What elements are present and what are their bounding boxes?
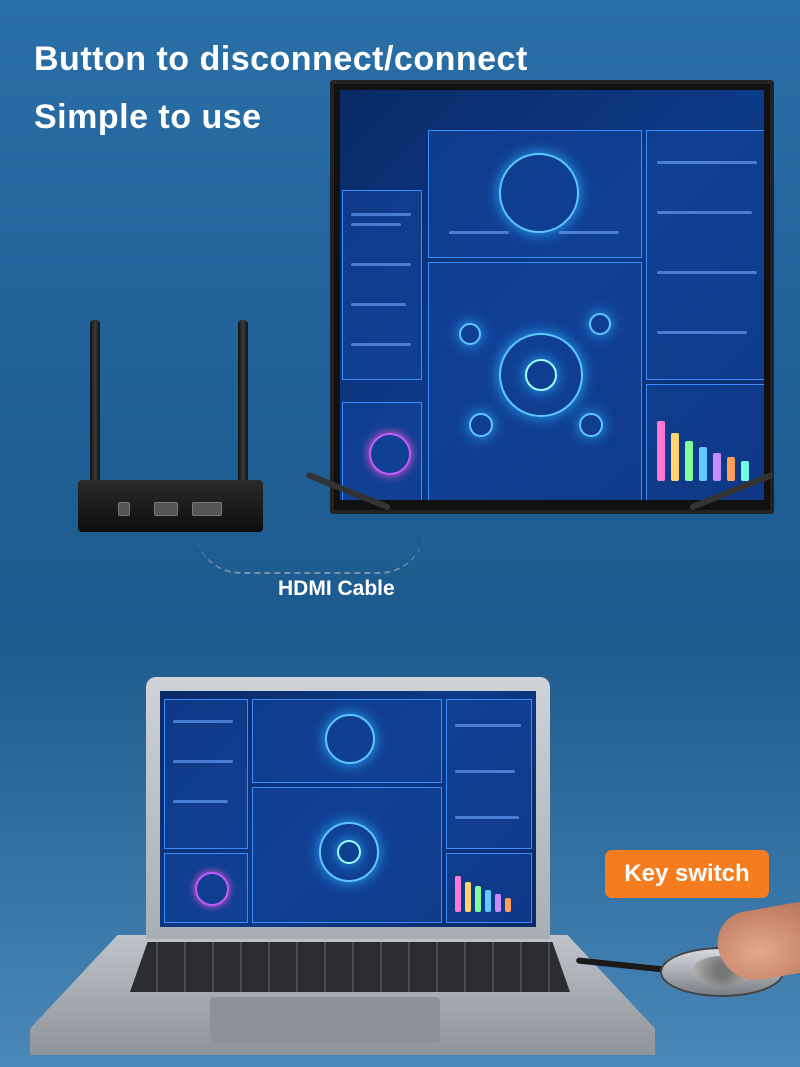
laptop-screen (160, 691, 536, 927)
hdmi-cable-line (195, 528, 425, 574)
laptop-lid (146, 677, 550, 939)
tv-screen (340, 90, 764, 500)
key-switch-label: Key switch (605, 850, 769, 898)
hdmi-cable-label: HDMI Cable (278, 577, 395, 600)
power-port (118, 502, 130, 516)
hdmi-port (154, 502, 178, 516)
laptop-panel-center (252, 787, 442, 923)
laptop-panel-bars (446, 853, 532, 923)
antenna-right (238, 320, 248, 505)
laptop-panel-donut (164, 853, 248, 923)
laptop-panel-left (164, 699, 248, 849)
television (330, 80, 774, 514)
wireless-hdmi-receiver (78, 480, 263, 532)
laptop-trackpad (210, 997, 440, 1043)
tv-panel-center (428, 262, 642, 500)
laptop-panel-top (252, 699, 442, 783)
antenna-left (90, 320, 100, 505)
laptop-panel-right (446, 699, 532, 849)
tv-panel-top (428, 130, 642, 258)
headline-line-1: Button to disconnect/connect (34, 40, 528, 78)
tv-panel-left (342, 190, 422, 380)
laptop-keyboard (130, 942, 570, 992)
tv-panel-right (646, 130, 764, 380)
tv-panel-bars (646, 384, 764, 500)
tv-panel-donut (342, 402, 422, 500)
vga-port (192, 502, 222, 516)
headline-line-2: Simple to use (34, 98, 262, 136)
